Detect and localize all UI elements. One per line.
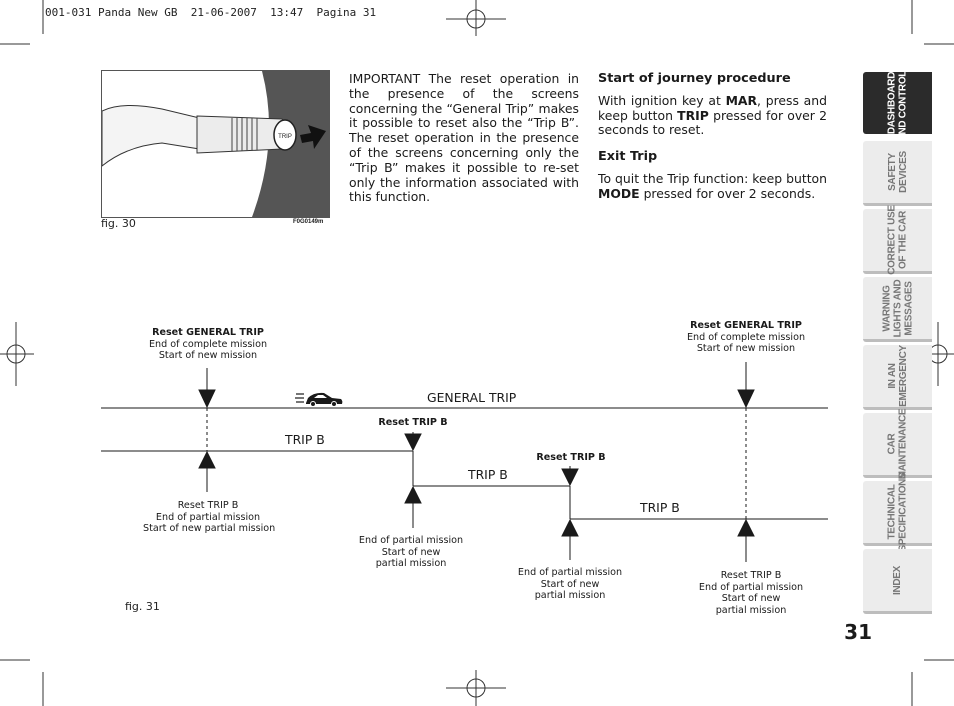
car-icon xyxy=(295,392,343,407)
important-paragraph: IMPORTANT The reset operation in the pre… xyxy=(349,71,579,205)
heading-exit-trip: Exit Trip xyxy=(598,149,658,165)
down-arrow-icon xyxy=(561,468,579,487)
stalk-illustration: TRIP xyxy=(102,71,329,217)
down-arrow-icon xyxy=(737,389,755,409)
print-header: 001-031 Panda New GB 21-06-2007 13:47 Pa… xyxy=(45,6,377,19)
trip-b-label-2: TRIP B xyxy=(468,467,508,482)
general-trip-label: GENERAL TRIP xyxy=(427,390,517,405)
tab-dashboard-and-controls[interactable]: DASHBOARD AND CONTROLS xyxy=(863,65,932,141)
exit-trip-text: To quit the Trip function: keep button M… xyxy=(598,170,827,201)
reset-trip-b-label-1: Reset TRIP B xyxy=(378,417,448,428)
trip-b-label-3: TRIP B xyxy=(640,500,680,515)
figure-30-code: F0G0149m xyxy=(293,219,324,225)
up-arrow-icon xyxy=(561,518,579,537)
trip-b-label-1: TRIP B xyxy=(285,432,325,447)
right-bottom-annotation: Reset TRIP B End of partial mission Star… xyxy=(698,570,804,616)
page-number: 31 xyxy=(844,620,872,644)
tab-car-maintenance[interactable]: CAR MAINTENANCE xyxy=(863,409,932,479)
mid1-bottom-annotation: End of partial mission Start of new part… xyxy=(358,535,464,570)
tab-in-an-emergency[interactable]: IN AN EMERGENCY xyxy=(863,345,932,410)
tab-correct-use-of-the-car[interactable]: CORRECT USE OF THE CAR xyxy=(863,205,932,275)
left-bottom-annotation: Reset TRIP B End of partial mission Star… xyxy=(143,500,276,535)
trip-button-label: TRIP xyxy=(278,134,292,140)
instructions-column: Start of journey procedure With ignition… xyxy=(598,71,828,202)
up-arrow-icon xyxy=(737,518,755,537)
figure-30-illustration: TRIP xyxy=(101,70,330,218)
up-arrow-icon xyxy=(198,450,216,469)
start-procedure-text: With ignition key at MAR, press and keep… xyxy=(598,92,828,138)
mid2-bottom-annotation: End of partial mission Start of new part… xyxy=(517,567,623,602)
left-top-annotation: Reset GENERAL TRIP End of complete missi… xyxy=(148,327,268,362)
trip-button xyxy=(273,119,297,151)
up-arrow-icon xyxy=(404,485,422,504)
figure-30-caption: fig. 30 xyxy=(101,217,136,230)
down-arrow-icon xyxy=(198,389,216,409)
tab-technical-specifications[interactable]: TECHNICAL SPECIFICATIONS xyxy=(863,473,932,551)
right-top-annotation: Reset GENERAL TRIP End of complete missi… xyxy=(686,320,806,355)
heading-start-of-journey: Start of journey procedure xyxy=(598,71,791,86)
tab-safety-devices[interactable]: SAFETY DEVICES xyxy=(863,141,932,206)
tab-index[interactable]: INDEX xyxy=(863,549,932,614)
down-arrow-icon xyxy=(404,433,422,452)
figure-31-caption: fig. 31 xyxy=(125,600,160,613)
reset-trip-b-label-2: Reset TRIP B xyxy=(536,452,606,463)
pointing-arrow-icon xyxy=(300,125,326,149)
tab-warning-lights-and-messages[interactable]: WARNING LIGHTS AND MESSAGES xyxy=(863,277,932,342)
